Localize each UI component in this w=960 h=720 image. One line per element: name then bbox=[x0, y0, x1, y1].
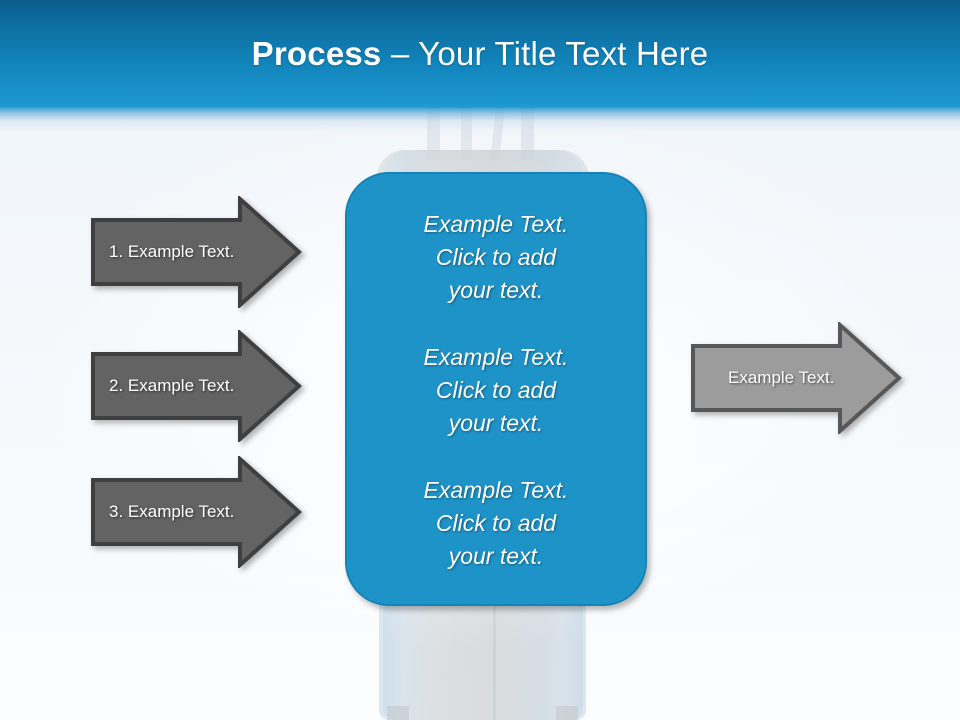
center-process-panel[interactable]: Example Text. Click to add your text. Ex… bbox=[345, 172, 647, 606]
arrow-right-icon bbox=[91, 196, 302, 308]
panel-text-block-3[interactable]: Example Text. Click to add your text. bbox=[423, 477, 569, 569]
input-arrow-1[interactable]: 1. Example Text. bbox=[90, 196, 302, 308]
arrow-right-icon bbox=[691, 322, 902, 434]
input-arrow-3-label: 3. Example Text. bbox=[109, 502, 235, 521]
input-arrow-1-label: 1. Example Text. bbox=[109, 242, 235, 261]
output-arrow[interactable]: Example Text. bbox=[690, 322, 902, 434]
page-title: Process – Your Title Text Here bbox=[0, 0, 960, 108]
input-arrow-2-label: 2. Example Text. bbox=[109, 376, 235, 395]
page-title-strong: Process bbox=[251, 35, 391, 72]
panel-text-block-2[interactable]: Example Text. Click to add your text. bbox=[423, 344, 569, 436]
page-title-light: – Your Title Text Here bbox=[390, 35, 709, 72]
arrow-right-icon bbox=[91, 330, 302, 442]
title-bar bbox=[0, 0, 960, 108]
input-arrow-3[interactable]: 3. Example Text. bbox=[90, 456, 302, 568]
panel-text-block-1[interactable]: Example Text. Click to add your text. bbox=[423, 211, 569, 303]
arrow-right-icon bbox=[91, 456, 302, 568]
output-arrow-label: Example Text. bbox=[728, 368, 835, 387]
input-arrow-2[interactable]: 2. Example Text. bbox=[90, 330, 302, 442]
title-bar-fade bbox=[0, 106, 960, 132]
